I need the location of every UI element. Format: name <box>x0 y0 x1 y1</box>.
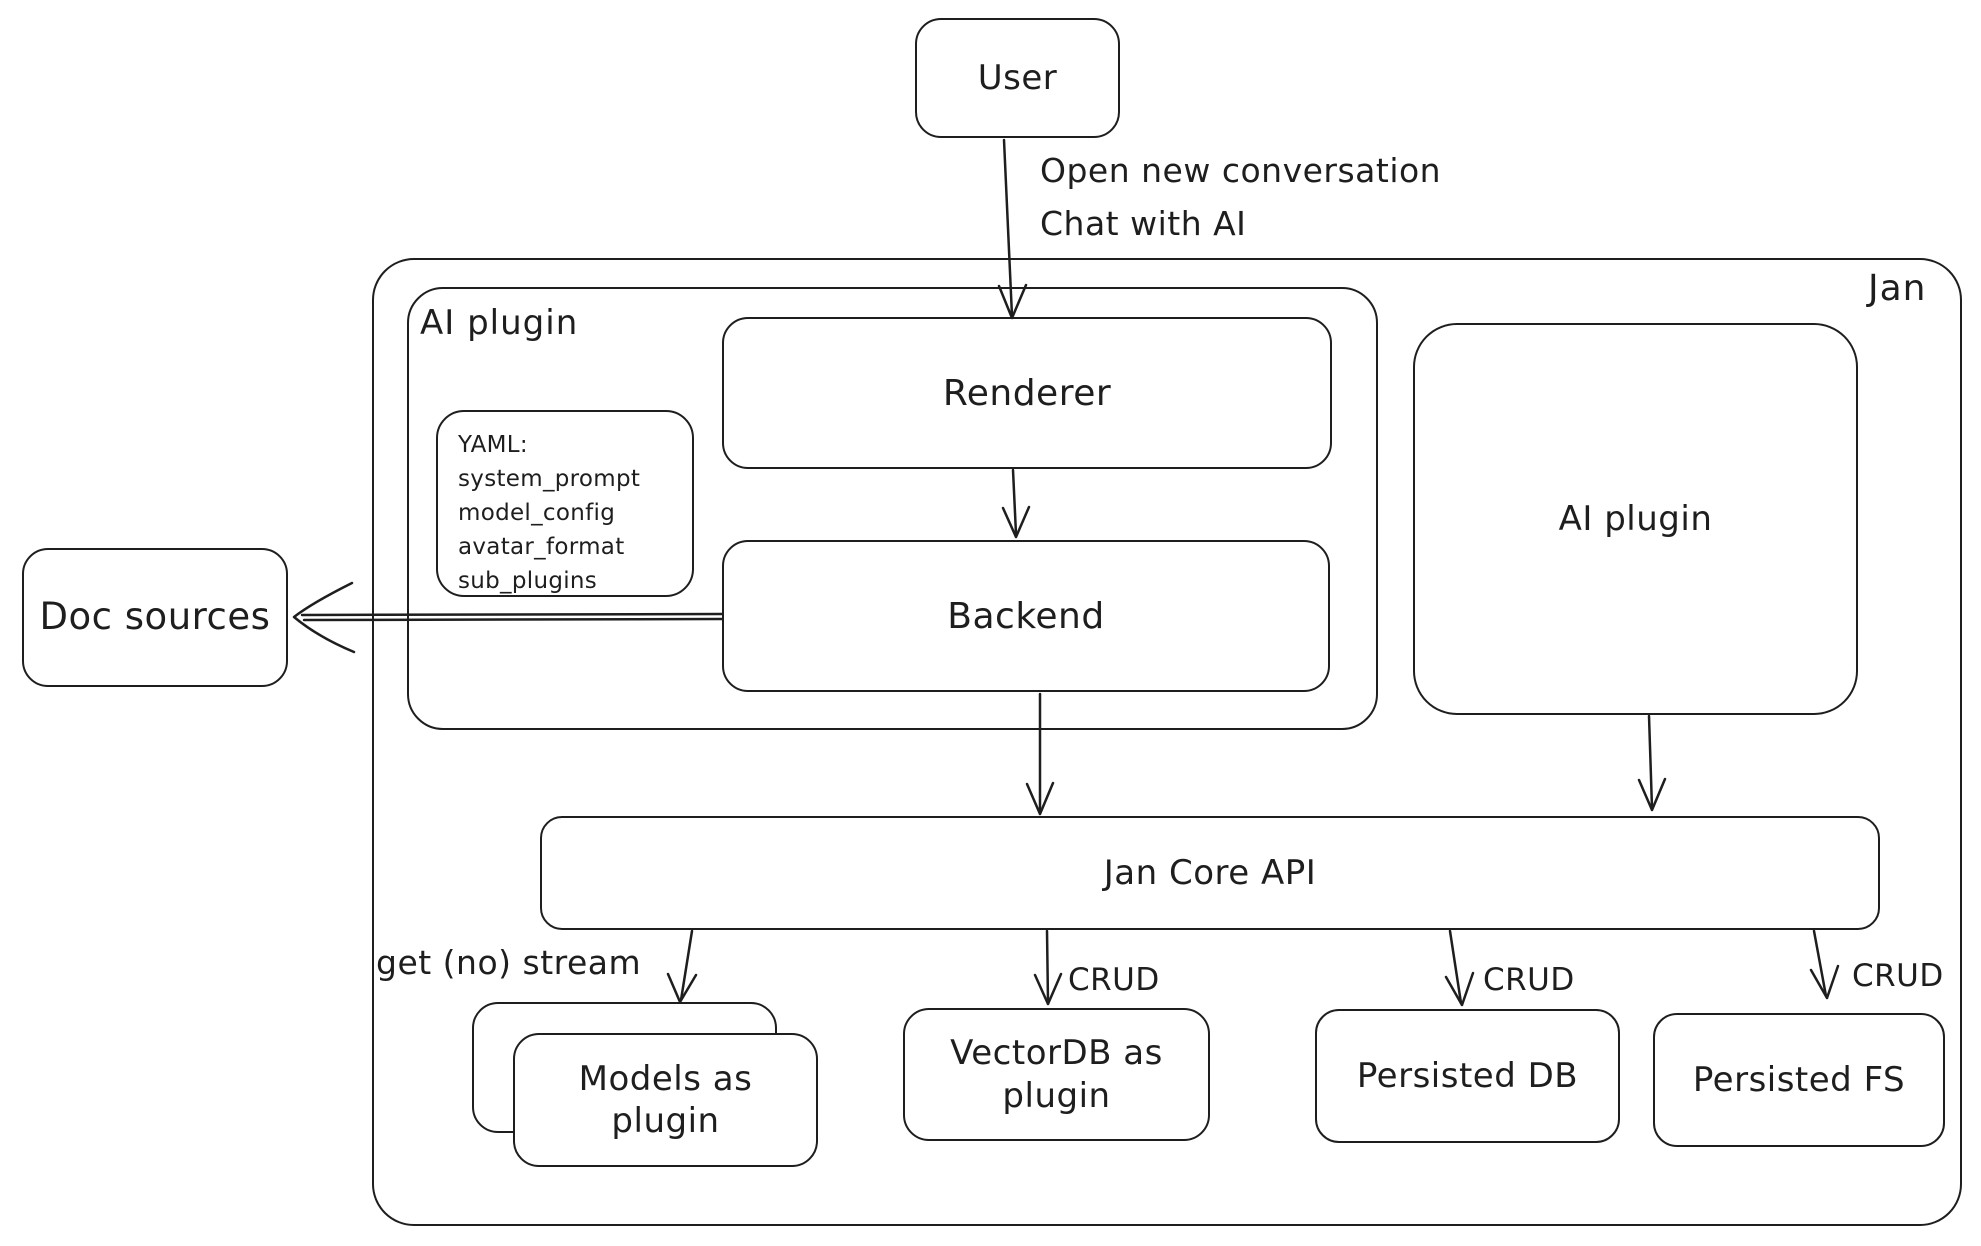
node-doc-sources-label: Doc sources <box>39 595 271 639</box>
node-persisted-db: Persisted DB <box>1315 1009 1620 1143</box>
edge-label-crud-persisted-db: CRUD <box>1483 962 1575 998</box>
edge-label-crud-persisted-fs: CRUD <box>1852 958 1944 994</box>
node-doc-sources: Doc sources <box>22 548 288 687</box>
container-jan-label: Jan <box>1868 268 1927 309</box>
edge-label-crud-vectordb: CRUD <box>1068 962 1160 998</box>
node-backend-label: Backend <box>947 595 1105 637</box>
node-backend: Backend <box>722 540 1330 692</box>
node-user: User <box>915 18 1120 138</box>
yaml-note-line: model_config <box>458 500 616 526</box>
node-persisted-fs-label: Persisted FS <box>1692 1059 1906 1100</box>
edge-label-get-no-stream: get (no) stream <box>376 943 642 982</box>
node-jan-core-api: Jan Core API <box>540 816 1880 930</box>
yaml-note: YAML: system_prompt model_config avatar_… <box>436 410 694 597</box>
group-ai-plugin <box>407 287 1378 730</box>
yaml-note-line: system_prompt <box>458 466 641 492</box>
edge-label-chat-with-ai: Chat with AI <box>1040 204 1247 243</box>
node-persisted-db-label: Persisted DB <box>1356 1055 1579 1096</box>
node-persisted-fs: Persisted FS <box>1653 1013 1945 1147</box>
yaml-note-line: avatar_format <box>458 534 625 560</box>
node-user-label: User <box>977 57 1058 98</box>
node-ai-plugin-right: AI plugin <box>1413 323 1858 715</box>
node-models-as-plugin: Models as plugin <box>513 1033 818 1167</box>
node-renderer-label: Renderer <box>942 372 1112 414</box>
yaml-note-line: YAML: <box>458 432 528 458</box>
yaml-note-line: sub_plugins <box>458 568 598 594</box>
node-jan-core-api-label: Jan Core API <box>1103 852 1317 893</box>
node-models-as-plugin-label: Models as plugin <box>578 1058 753 1142</box>
node-ai-plugin-right-label: AI plugin <box>1558 498 1713 539</box>
node-vectordb-as-plugin-label: VectorDB as plugin <box>950 1033 1163 1116</box>
container-jan <box>372 258 1962 1226</box>
edge-label-open-new-conversation: Open new conversation <box>1040 151 1442 190</box>
node-renderer: Renderer <box>722 317 1332 469</box>
node-vectordb-as-plugin: VectorDB as plugin <box>903 1008 1210 1141</box>
group-ai-plugin-label: AI plugin <box>420 303 579 343</box>
